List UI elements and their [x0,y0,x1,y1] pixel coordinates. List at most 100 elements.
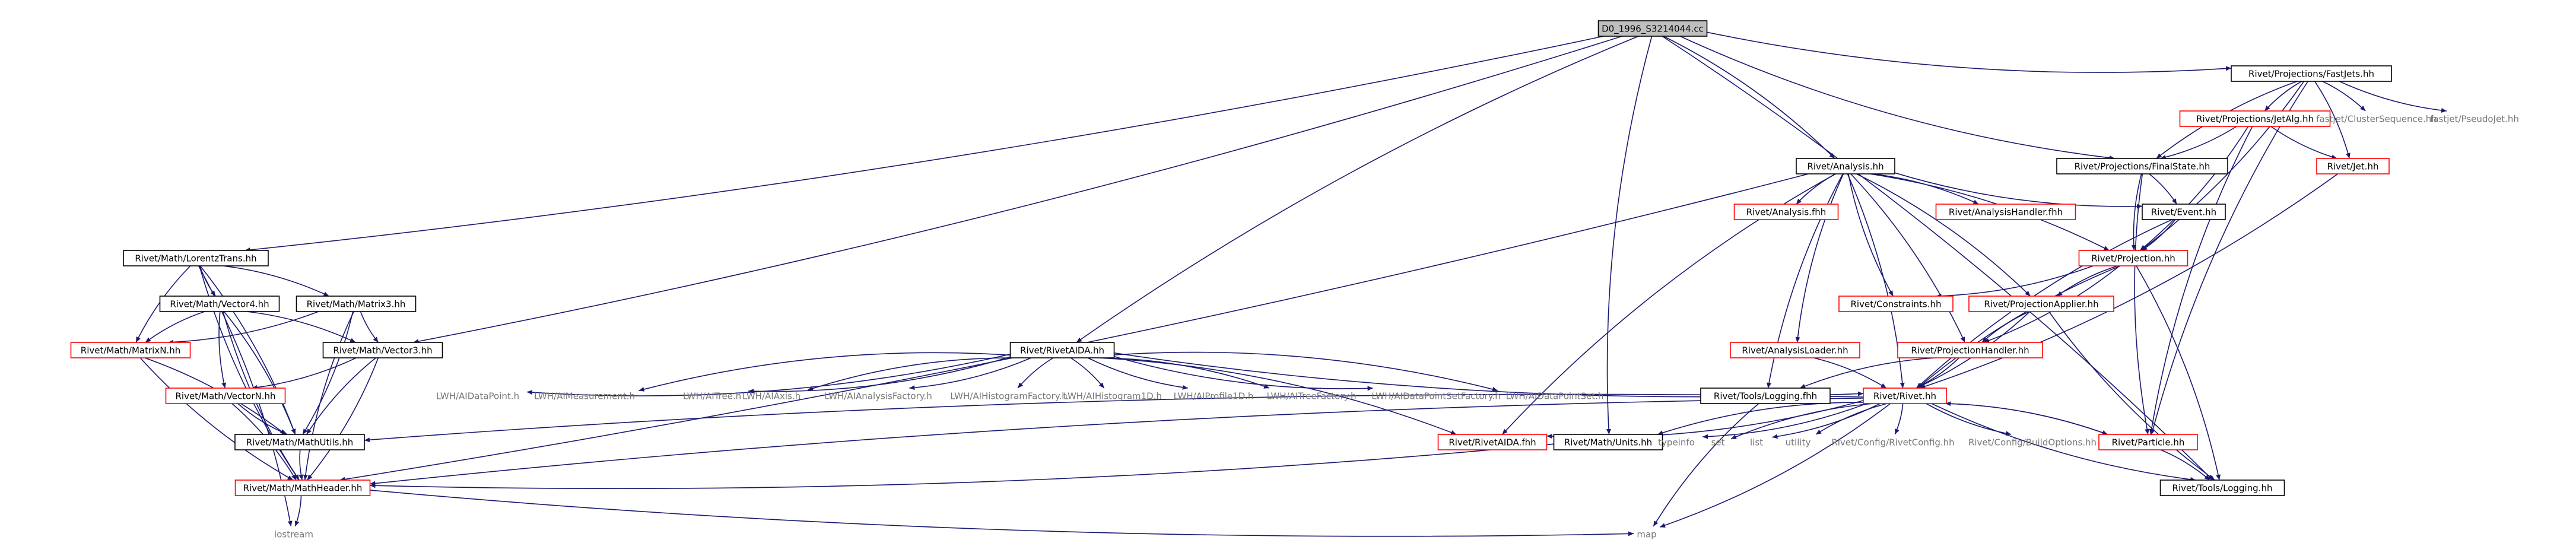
graph-node-loggingfhh[interactable]: Rivet/Tools/Logging.fhh [1700,388,1831,404]
graph-node-units[interactable]: Rivet/Math/Units.hh [1553,434,1663,450]
node-box [1863,388,1947,404]
include-edge-analysis-to-projection [1869,173,2110,251]
node-box [1733,204,1839,220]
graph-node-vectorn[interactable]: Rivet/Math/VectorN.hh [165,388,286,404]
node-label: Rivet/ProjectionApplier.hh [1984,299,2098,310]
graph-node-mathutils[interactable]: Rivet/Math/MathUtils.hh [234,434,365,450]
node-label: set [1711,437,1725,448]
graph-node-rivet[interactable]: Rivet/Rivet.hh [1863,388,1947,404]
include-edge-rivetaida-to-idatapointset [1114,351,1498,392]
graph-node-mathheader[interactable]: Rivet/Math/MathHeader.hh [234,480,371,496]
graph-node-map: map [1637,529,1656,540]
node-label: fastjet/ClusterSequence.hh [2316,114,2437,125]
include-edge-jetalg-to-jet [2270,126,2337,160]
node-label: Rivet/AnalysisHandler.fhh [1949,207,2063,218]
graph-node-projection[interactable]: Rivet/Projection.hh [2078,250,2189,266]
node-label: Rivet/Math/Matrix3.hh [307,299,406,310]
include-edge-rivet-to-mathheader [370,398,1864,486]
include-edge-projhandler-to-loggingfhh [1799,357,1936,389]
node-label: Rivet/Math/Vector4.hh [170,299,269,310]
graph-node-analysisloader[interactable]: Rivet/AnalysisLoader.hh [1730,342,1860,358]
node-box [1553,434,1663,450]
node-label: LWH/AITree.h [683,391,741,402]
include-edge-projection-to-constraints [1936,265,2094,299]
node-label: LWH/AIDataPointSetFactory.h [1371,391,1500,402]
node-label: Rivet/Event.hh [2151,207,2216,218]
include-edge-vector3-to-mathheader [306,357,379,481]
graph-node-fastjets[interactable]: Rivet/Projections/FastJets.hh [2231,65,2392,82]
include-edge-analysis-to-event [1894,172,2143,209]
node-label: Rivet/Math/VectorN.hh [175,391,275,402]
include-edge-finalstate-to-particle [2134,173,2150,435]
include-edge-finalstate-to-projection [2131,173,2142,251]
include-edge-jet-to-rivet [1920,173,2339,389]
node-box [1935,204,2076,220]
node-label: LWH/AIAxis.h [742,391,801,402]
include-edge-fastjets-to-particle [2151,81,2308,435]
graph-node-projhandler[interactable]: Rivet/ProjectionHandler.hh [1897,342,2043,358]
edge-layer [135,31,2447,537]
include-edge-rivet-to-list [1772,403,1881,439]
graph-node-rivetaida[interactable]: Rivet/RivetAIDA.hh [1009,342,1115,358]
include-edge-projhandler-to-rivet [1916,357,1959,389]
include-edge-rivetaida-to-itree [748,356,1011,394]
node-label: Rivet/Constraints.hh [1851,299,1942,310]
node-box [2179,110,2331,127]
include-edge-rivet-to-rivetaidafhh [1546,400,1864,439]
include-edge-fastjets-to-cluster [2322,81,2366,112]
graph-node-vector4[interactable]: Rivet/Math/Vector4.hh [159,296,280,312]
include-edge-jetalg-to-projection [2139,126,2249,251]
include-edge-mathheader-to-map [370,490,1634,537]
graph-node-rivetaidafhh[interactable]: Rivet/RivetAIDA.fhh [1437,434,1548,450]
node-label: LWH/AIMeasurement.h [534,391,635,402]
graph-node-analysis[interactable]: Rivet/Analysis.hh [1796,158,1895,174]
graph-node-constraints[interactable]: Rivet/Constraints.hh [1838,296,1954,312]
node-box [1838,296,1954,312]
node-box [1597,20,1708,37]
include-edge-rivetaida-to-ianalysisfactory [909,357,1032,390]
graph-node-jet[interactable]: Rivet/Jet.hh [2316,158,2390,174]
graph-node-rivetconfig: Rivet/Config/RivetConfig.hh [1831,437,1954,448]
graph-node-matrixn[interactable]: Rivet/Math/MatrixN.hh [70,342,191,358]
graph-node-projapplier[interactable]: Rivet/ProjectionApplier.hh [1968,296,2114,312]
node-label: LWH/AIHistogramFactory.h [950,391,1068,402]
node-label: LWH/AIDataPointSet.h [1506,391,1604,402]
include-edge-rivetaida-to-imeasurement [639,352,1011,392]
graph-node-analysisfhh[interactable]: Rivet/Analysis.fhh [1733,204,1839,220]
graph-node-finalstate[interactable]: Rivet/Projections/FinalState.hh [2056,158,2228,174]
graph-node-vector3[interactable]: Rivet/Math/Vector3.hh [322,342,443,358]
include-edge-projapplier-to-logginghh [2048,311,2215,481]
graph-node-logginghh[interactable]: Rivet/Tools/Logging.hh [2159,480,2285,496]
include-edge-vector3-to-vectorn [252,357,357,390]
node-label: Rivet/Math/LorentzTrans.hh [135,253,256,264]
graph-node-lorentz[interactable]: Rivet/Math/LorentzTrans.hh [123,250,269,266]
graph-node-analysishandlerfhh[interactable]: Rivet/AnalysisHandler.fhh [1935,204,2076,220]
node-box [1730,342,1860,358]
node-label: Rivet/Projections/FinalState.hh [2075,161,2210,172]
graph-node-idatapointset: LWH/AIDataPointSet.h [1506,391,1604,402]
include-edge-root-to-vector3 [413,36,1622,344]
include-edge-root-to-rivetaida [1076,36,1639,343]
graph-node-buildoptions: Rivet/Config/BuildOptions.hh [1968,437,2097,448]
graph-node-event[interactable]: Rivet/Event.hh [2142,204,2226,220]
include-edge-matrix3-to-matrixn [168,311,319,345]
node-label: Rivet/RivetAIDA.fhh [1449,437,1536,448]
graph-node-matrix3[interactable]: Rivet/Math/Matrix3.hh [296,296,417,312]
node-box [234,434,365,450]
include-edge-analysis-to-projhandler [1850,173,1965,343]
include-edge-rivetaida-to-ihistofactory [1017,357,1054,389]
graph-node-particle[interactable]: Rivet/Particle.hh [2098,434,2198,450]
node-label: D0_1996_S3214044.cc [1602,24,1704,35]
node-label: LWH/AIProfile1D.h [1174,391,1254,402]
graph-node-jetalg[interactable]: Rivet/Projections/JetAlg.hh [2179,110,2331,127]
node-box [1968,296,2114,312]
include-edge-lorentz-to-vector4 [199,265,216,297]
include-edge-vector3-to-mathutils [306,357,376,435]
include-edge-root-to-lorentz [244,36,1604,253]
include-edge-root-to-units [1606,36,1653,435]
include-edge-analysisloader-to-rivet [1813,357,1887,389]
include-edge-rivet-to-logginghh [1931,403,2196,482]
graph-node-root[interactable]: D0_1996_S3214044.cc [1597,20,1708,37]
include-edge-fastjets-to-jetalg [2264,81,2302,112]
